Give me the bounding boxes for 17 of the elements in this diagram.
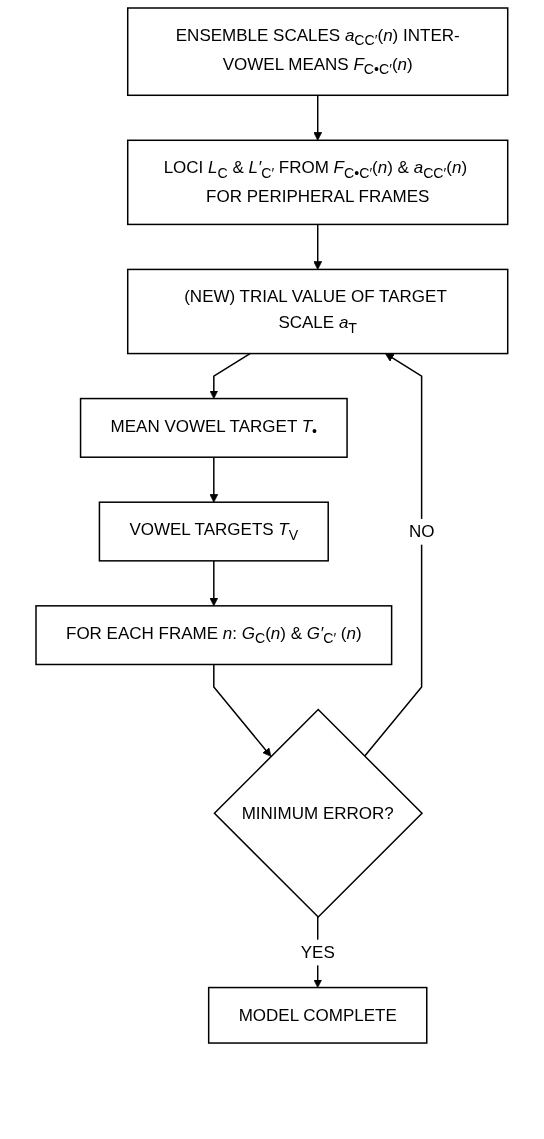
edge-label: NO (409, 521, 435, 541)
node-box: FOR EACH FRAME n: G$_{C}$(n) & G′$_{C′}$ (n) (35, 605, 393, 666)
edge-label: YES (300, 942, 335, 962)
node-box: VOWEL TARGETS T$_{V}$ (98, 501, 330, 562)
arrow (213, 663, 272, 757)
node-box: ENSEMBLE SCALES a$_{CC′}$(n) INTER-VOWEL MEANS F$_{C•C′}$(n) (127, 7, 509, 97)
node-box: MEAN VOWEL TARGET T$_{•}$ (79, 397, 348, 458)
node-diamond: MINIMUM ERROR? (213, 708, 424, 919)
arrow (363, 353, 423, 758)
node-box: MODEL COMPLETE (208, 986, 428, 1044)
arrow (209, 352, 251, 399)
arrow (209, 456, 219, 503)
arrow (313, 223, 323, 270)
arrow (313, 94, 323, 141)
arrow (209, 560, 219, 607)
node-box: LOCI L$_{C}$ & L′$_{C′}$ FROM F$_{C•C′}$(n) & a$_{CC′}$(n) FOR PERIPHERAL FRAMES (127, 139, 509, 226)
node-box: (NEW) TRIAL VALUE OF TARGET SCALE a$_{T}$ (127, 268, 509, 355)
